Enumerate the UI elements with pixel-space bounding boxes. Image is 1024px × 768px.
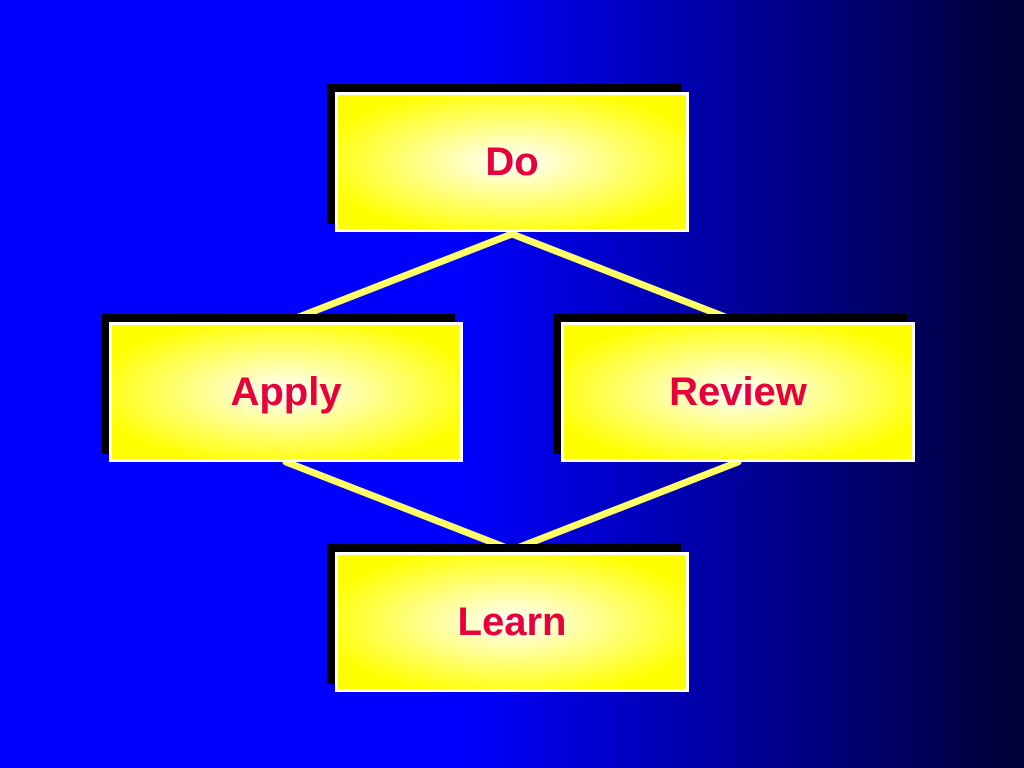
connector-do-review	[508, 230, 742, 326]
node-review-label: Review	[669, 370, 807, 414]
connector-apply-learn	[282, 458, 516, 554]
node-learn-label: Learn	[457, 600, 567, 644]
node-apply: Apply	[109, 322, 463, 462]
node-learn: Learn	[335, 552, 689, 692]
connector-review-learn	[508, 458, 742, 554]
node-do-label: Do	[485, 140, 539, 184]
connector-do-apply	[282, 230, 516, 326]
node-apply-label: Apply	[230, 370, 342, 414]
node-do: Do	[335, 92, 689, 232]
node-review: Review	[561, 322, 915, 462]
